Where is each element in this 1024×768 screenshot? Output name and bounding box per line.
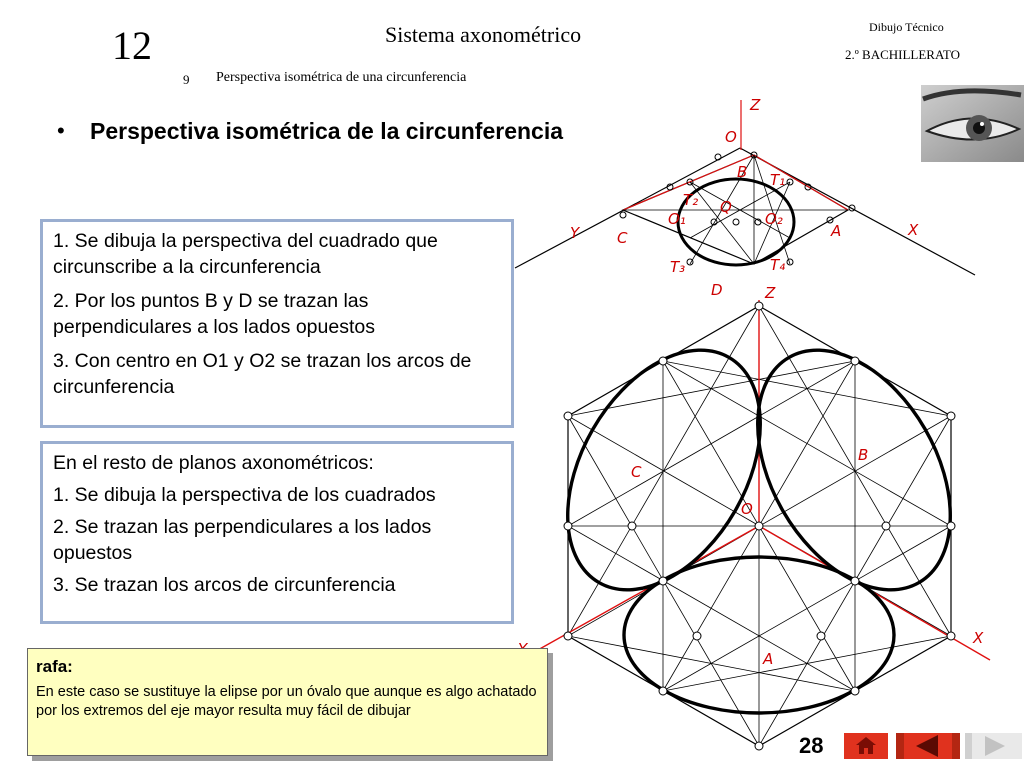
presenter-note: rafa: En este caso se sustituye la elips… (27, 648, 548, 756)
label-a-top: A (830, 222, 841, 240)
label-t4: T₄ (770, 256, 785, 274)
next-slide-button[interactable] (965, 733, 1022, 759)
label-a-bottom: A (762, 650, 773, 668)
top-diagram: Z O B T₁ T₂ Q O₁ O₂ Y C A X T₃ T₄ D (514, 96, 976, 299)
note-text: En este caso se sustituye la elipse por … (36, 684, 537, 719)
section-number: 9 (183, 72, 190, 87)
step-item: 1. Se dibuja la perspectiva del cuadrado… (53, 230, 438, 278)
home-button[interactable] (844, 733, 888, 759)
home-icon (844, 733, 888, 759)
label-y-top: Y (570, 224, 581, 242)
other-planes-intro: En el resto de planos axonométricos: (53, 452, 374, 474)
arrow-right-icon (965, 733, 1022, 759)
eye-image (921, 85, 1024, 162)
arrow-left-icon (896, 733, 960, 759)
label-c-bottom: C (631, 463, 642, 481)
construction-steps-box: 1. Se dibuja la perspectiva del cuadrado… (40, 219, 514, 428)
step-item: 2. Se trazan las perpendiculares a los l… (53, 516, 432, 564)
page-number: 28 (799, 733, 824, 758)
heading-bullet: • (57, 118, 65, 143)
step-item: 3. Se trazan los arcos de circunferencia (53, 574, 396, 596)
section-title: Perspectiva isométrica de una circunfere… (216, 70, 467, 85)
other-planes-box: En el resto de planos axonométricos: 1. … (40, 441, 514, 624)
subject-label: Dibujo Técnico (869, 20, 944, 34)
slide-heading: Perspectiva isométrica de la circunferen… (90, 118, 564, 144)
label-x-top: X (907, 221, 919, 239)
chapter-number: 12 (112, 23, 152, 68)
label-d-top: D (711, 281, 723, 299)
label-o-top: O (725, 128, 737, 146)
label-c-top: C (617, 229, 628, 247)
label-b-top: B (737, 163, 747, 181)
step-item: 3. Con centro en O1 y O2 se trazan los a… (53, 350, 472, 398)
label-o-bottom: O (741, 500, 753, 518)
label-t2: T₂ (683, 191, 698, 209)
label-b-bottom: B (858, 446, 868, 464)
label-x-bottom: X (972, 629, 984, 647)
label-t3: T₃ (670, 258, 685, 276)
label-q: Q (720, 198, 732, 216)
label-t1: T₁ (770, 171, 785, 189)
note-author: rafa: (36, 657, 73, 676)
bottom-diagram: Z B C O X Y A (518, 284, 991, 751)
label-z-top: Z (749, 96, 761, 114)
level-label: 2.º BACHILLERATO (845, 47, 961, 62)
step-item: 1. Se dibuja la perspectiva de los cuadr… (53, 484, 436, 506)
label-z-bottom: Z (764, 284, 776, 302)
label-o2: O₂ (765, 210, 783, 228)
label-o1: O₁ (668, 210, 686, 228)
system-title: Sistema axonométrico (385, 22, 582, 47)
previous-slide-button[interactable] (896, 733, 960, 759)
step-item: 2. Por los puntos B y D se trazan las pe… (53, 290, 375, 338)
